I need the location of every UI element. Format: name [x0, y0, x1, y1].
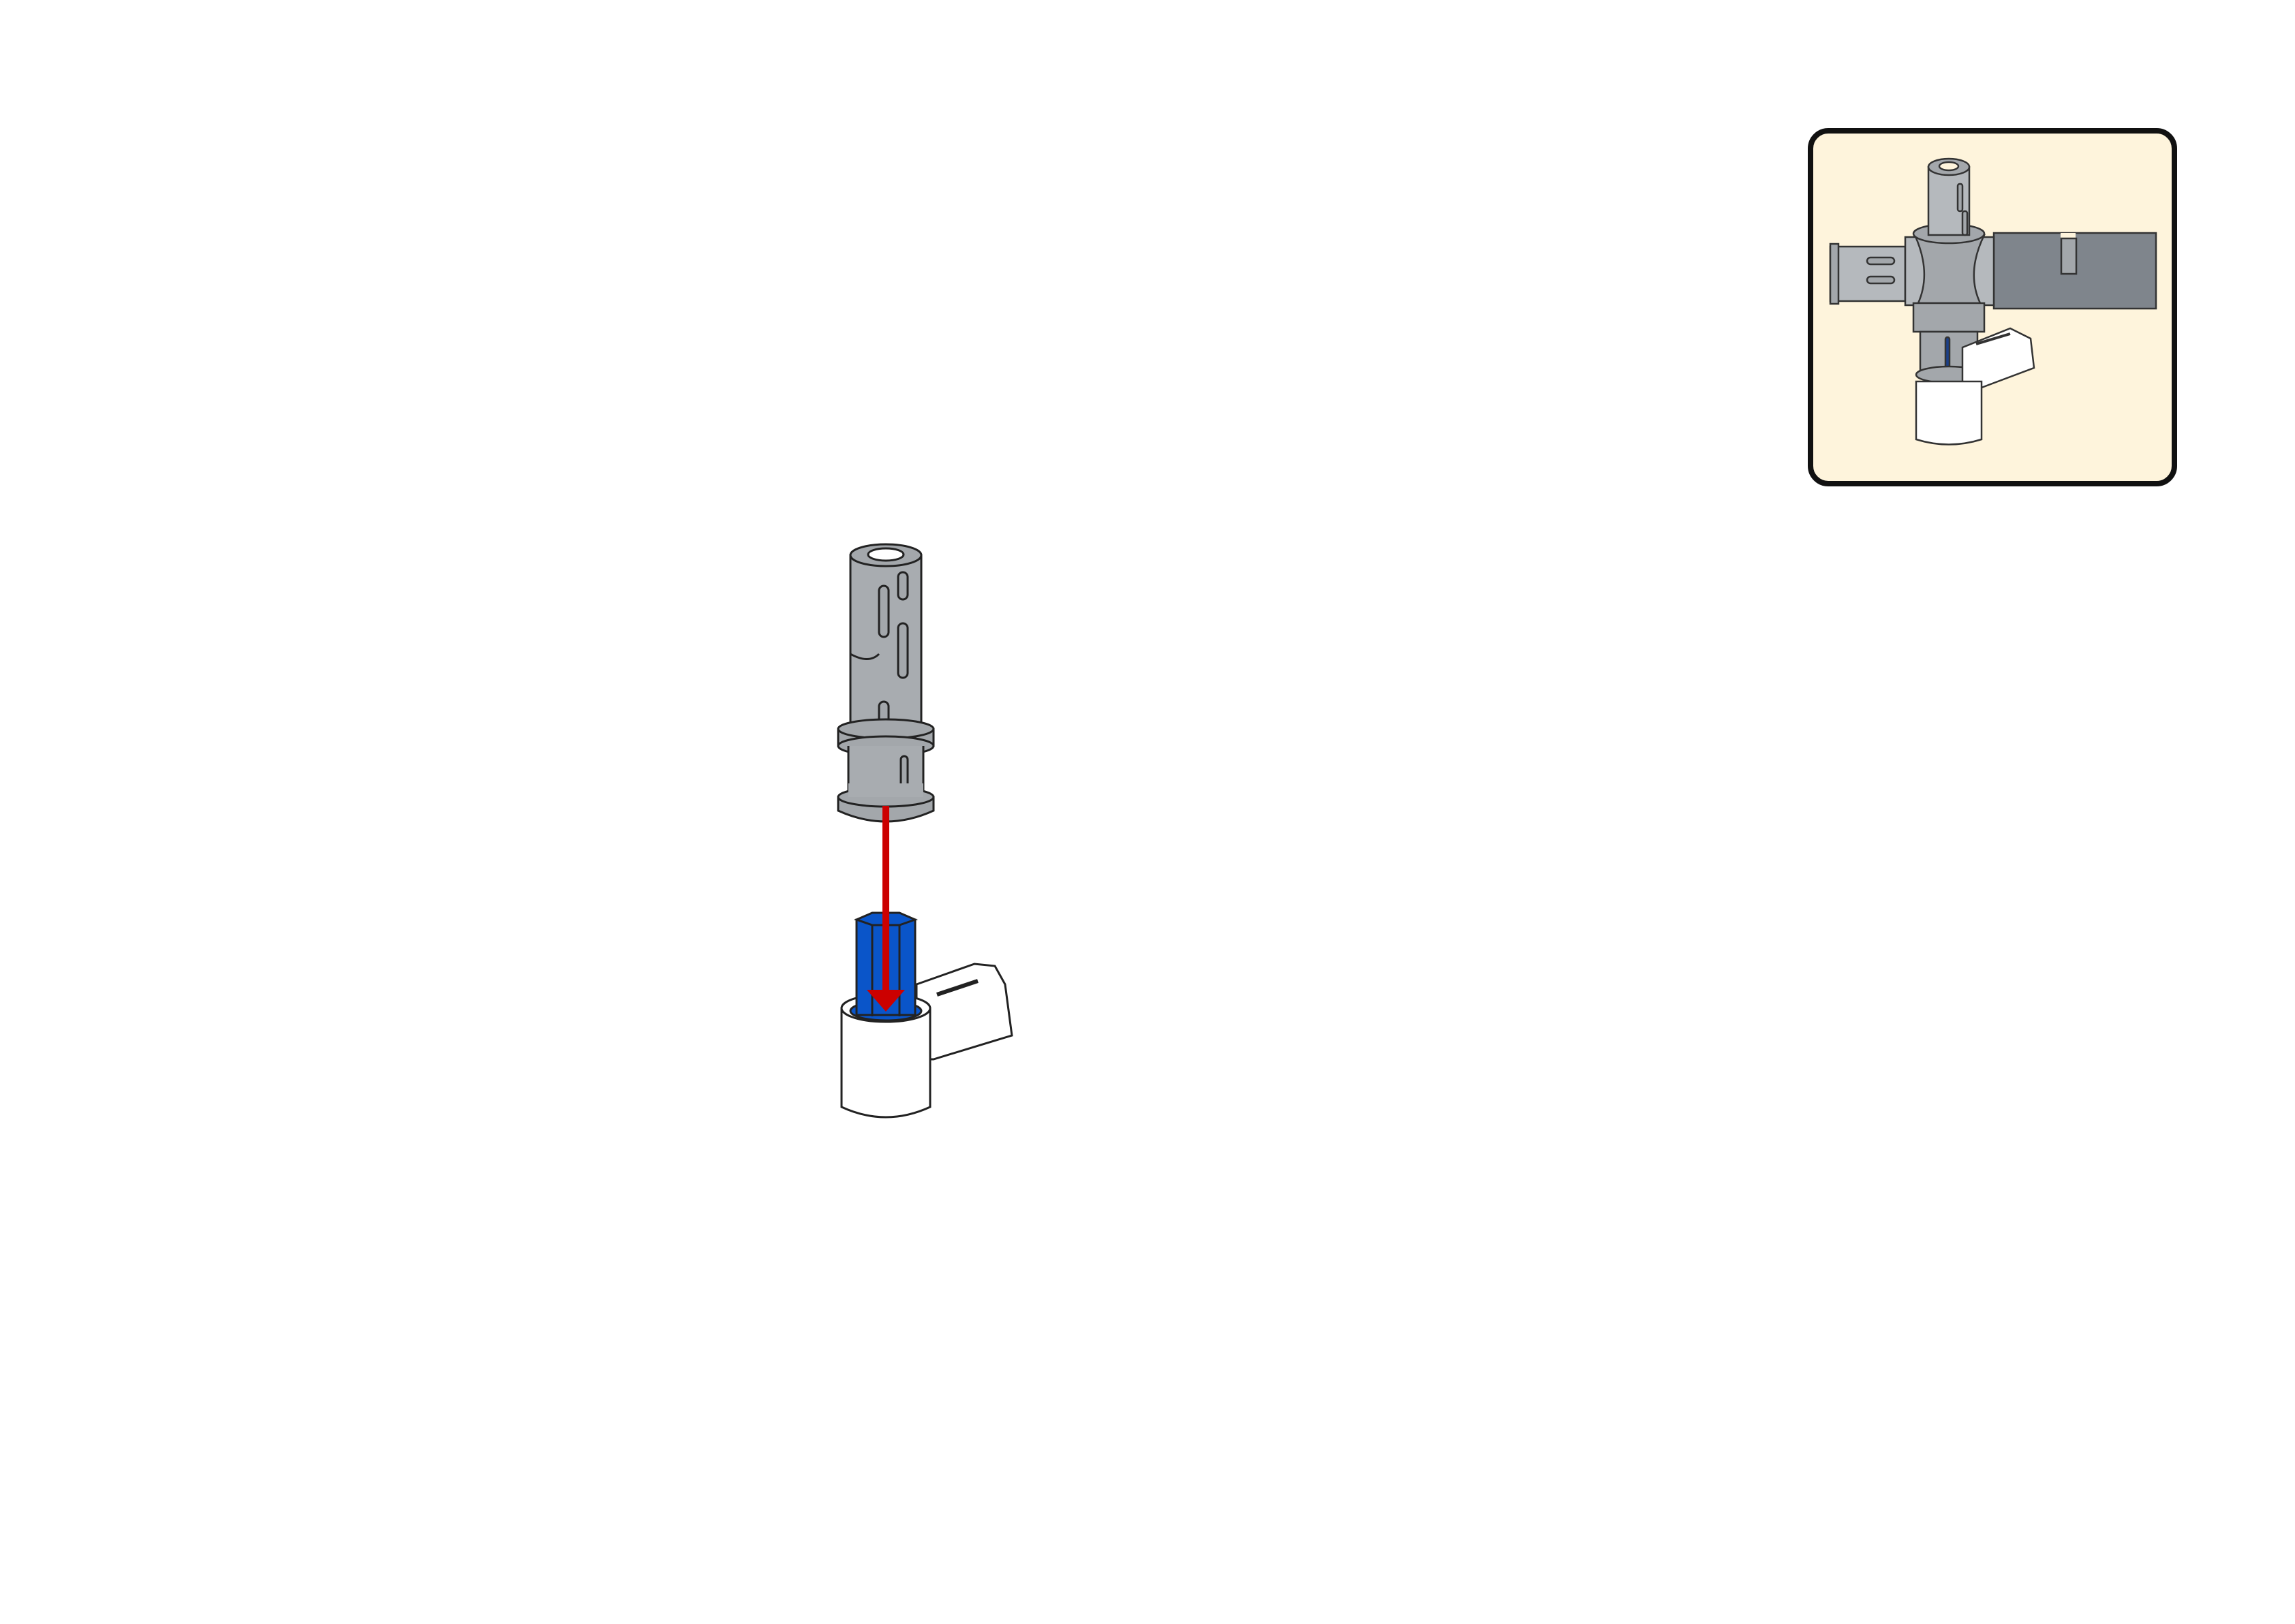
callout-assembly-image: [1829, 157, 2157, 446]
technic-pin-part: [837, 543, 935, 823]
callout-box: [1808, 128, 2177, 486]
down-arrow-icon: [867, 806, 905, 1012]
step-illustration: [837, 543, 1013, 1119]
